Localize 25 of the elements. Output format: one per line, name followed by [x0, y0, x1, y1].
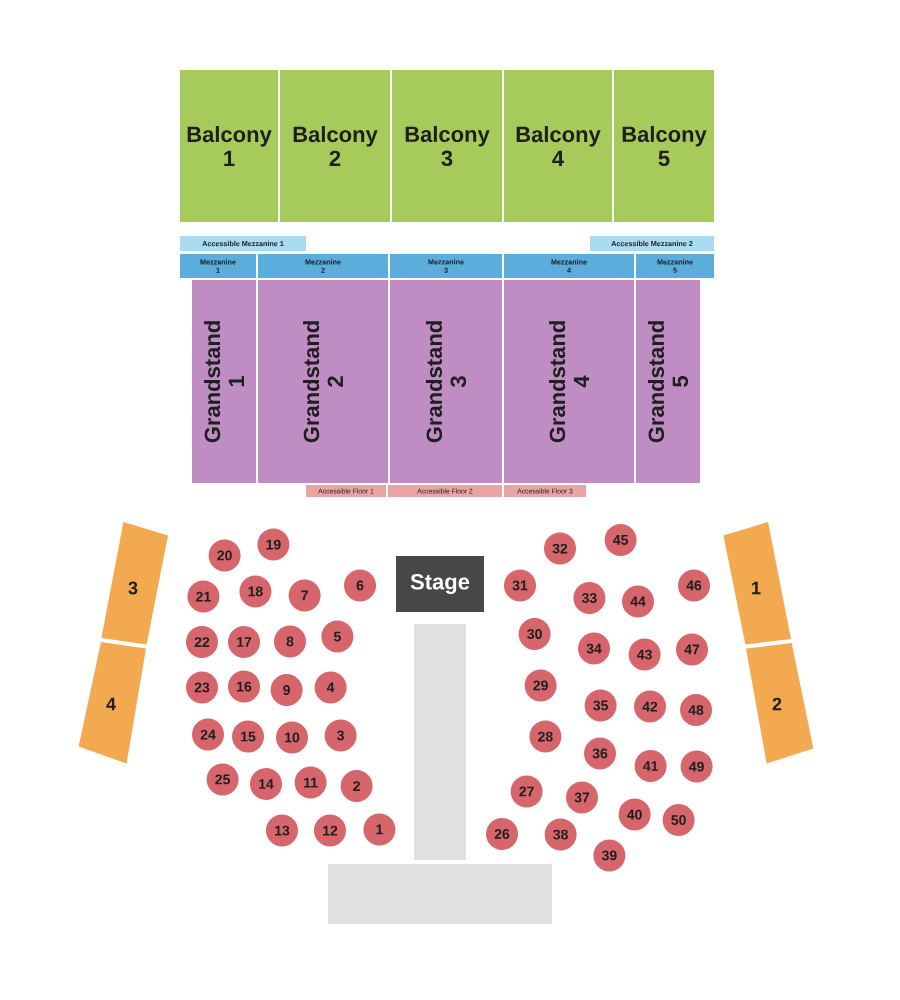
node-label: Grandstand 1 [204, 321, 244, 443]
stage-box: Stage [396, 556, 484, 612]
node-label: Balcony 2 [293, 126, 378, 166]
node-label: Grandstand 2 [303, 321, 343, 443]
node-label: Grandstand 3 [425, 321, 467, 443]
seating-section: Balcony 1 [180, 70, 278, 222]
seating-section: 4 [78, 642, 146, 764]
seating-section: Balcony 5 [614, 70, 714, 222]
seating-section: Grandstand 3 [390, 280, 502, 483]
seating-section: Grandstand 1 [192, 280, 256, 483]
node-label: Grandstand 5 [647, 321, 689, 443]
seating-section: Balcony 4 [504, 70, 612, 222]
node-label: Balcony 5 [622, 125, 707, 167]
seating-section: Balcony 2 [280, 70, 390, 222]
stage-platform [328, 864, 552, 924]
node-label: Balcony 3 [405, 125, 490, 167]
seating-section: 3 [101, 522, 168, 645]
runway [414, 624, 466, 860]
seating-section: 1 [723, 522, 791, 645]
node-label: Grandstand 4 [549, 321, 589, 443]
seating-section: Grandstand 5 [636, 280, 700, 483]
node-label: Balcony 1 [187, 126, 272, 166]
node-label: Balcony 4 [516, 126, 601, 166]
seating-section: Balcony 3 [392, 70, 502, 222]
seating-section: 2 [746, 643, 814, 764]
